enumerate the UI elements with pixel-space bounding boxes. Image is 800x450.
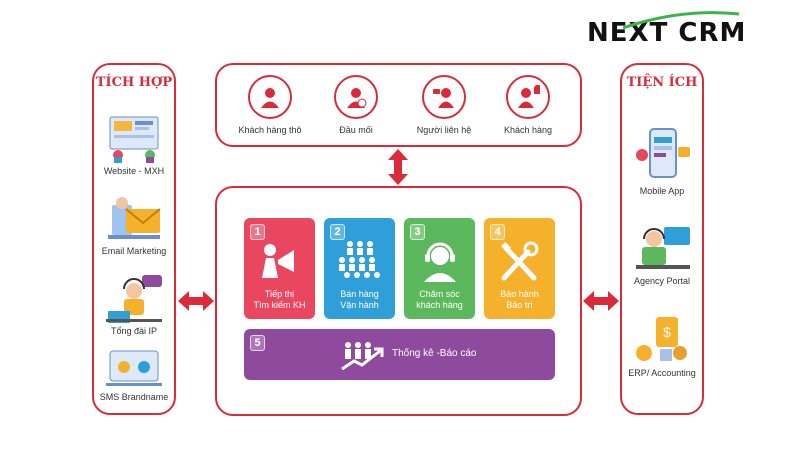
integration-label: SMS Brandname [99,392,169,402]
module-number: 2 [330,224,345,240]
top-panel-customer-stages: Khách hàng thô Đầu mối Người liên hệ Khá… [215,63,582,147]
module-tile-warranty[interactable]: 4 Bảo hành Bảo trì [484,218,555,319]
nextcrm-logo: NEXT CRM [587,11,747,48]
logo-text-ne: NE [587,18,629,48]
stage-label: Đầu mối [339,125,373,135]
right-panel-utilities: TIỆN ÍCH Mobile App Agency Portal $ [620,63,704,415]
integration-item-sms[interactable]: SMS Brandname [94,349,174,402]
utility-label: Agency Portal [633,276,691,286]
module-label-line2: Bảo trì [506,300,533,310]
stage-item-customer[interactable]: Khách hàng [483,75,573,135]
stage-label: Khách hàng [503,125,553,135]
stage-label: Người liên hệ [416,125,472,135]
agency-portal-illustration-icon [636,227,690,269]
right-double-arrow-icon [583,291,619,311]
growth-chart-icon [341,342,384,371]
svg-text:$: $ [663,324,671,340]
integration-item-website[interactable]: Website - MXH [94,111,174,176]
module-label-line2: khách hàng [416,300,463,310]
mobile-app-illustration-icon [636,128,690,178]
module-number: 4 [490,224,505,240]
stage-item-contact[interactable]: Người liên hệ [399,75,489,135]
lead-icon [334,75,378,119]
customer-icon [506,75,550,119]
utility-item-agency-portal[interactable]: Agency Portal [622,223,702,286]
integration-item-ip-pbx[interactable]: Tổng đài IP [94,271,174,336]
headset-icon [423,242,456,282]
logo-text-t: T [649,18,669,48]
integration-label: Website - MXH [103,166,165,176]
module-number: 5 [250,335,265,351]
module-label-line1: Tiếp thị [264,289,295,299]
module-label-line1: Chăm sóc [419,289,460,299]
utility-label: Mobile App [639,186,685,196]
utility-label: ERP/ Accounting [628,368,696,378]
left-panel-integrations: TÍCH HỢP Website - MXH Email Marketing [92,63,176,415]
utility-item-erp[interactable]: $ ERP/ Accounting [622,313,702,378]
module-tile-marketing[interactable]: 1 Tiếp thị Tìm kiếm KH [244,218,315,319]
integration-label: Tổng đài IP [110,326,158,336]
module-number: 1 [250,224,265,240]
raw-customer-icon [248,75,292,119]
logo-text-crm: CRM [678,18,747,48]
website-illustration-icon [109,116,159,163]
contact-person-icon [422,75,466,119]
integration-item-email[interactable]: Email Marketing [94,191,174,256]
megaphone-icon [261,244,294,278]
module-tile-sales[interactable]: 2 Bán hàng Vận hành [324,218,395,319]
module-label-line2: Tìm kiếm KH [253,300,306,310]
team-icon [338,241,380,278]
tools-icon [500,241,538,281]
module-tile-reporting[interactable]: 5 Thống kê -Báo cáo [244,329,555,380]
module-label-line2: Vận hành [340,300,379,310]
utility-item-mobile-app[interactable]: Mobile App [622,125,702,196]
stage-label: Khách hàng thô [238,125,302,135]
erp-accounting-illustration-icon: $ [636,317,687,361]
center-panel-modules: 1 Tiếp thị Tìm kiếm KH 2 Bán hàng Vận hà… [215,186,582,416]
logo-swoosh-icon [622,11,740,30]
call-center-illustration-icon [106,275,162,323]
module-tile-customer-care[interactable]: 3 Chăm sóc khách hàng [404,218,475,319]
left-double-arrow-icon [178,291,214,311]
right-panel-title: TIỆN ÍCH [626,75,698,90]
module-label-line1: Bán hàng [340,289,379,299]
sms-illustration-icon [106,350,162,386]
integration-label: Email Marketing [101,246,167,256]
module-label-line1: Thống kê -Báo cáo [392,348,477,359]
stage-item-raw-customer[interactable]: Khách hàng thô [225,75,315,135]
stage-item-lead[interactable]: Đầu mối [311,75,401,135]
left-panel-title: TÍCH HỢP [95,75,173,90]
module-number: 3 [410,224,425,240]
email-illustration-icon [108,197,161,239]
vertical-double-arrow-icon [388,149,408,185]
module-label-line1: Bảo hành [500,289,539,299]
